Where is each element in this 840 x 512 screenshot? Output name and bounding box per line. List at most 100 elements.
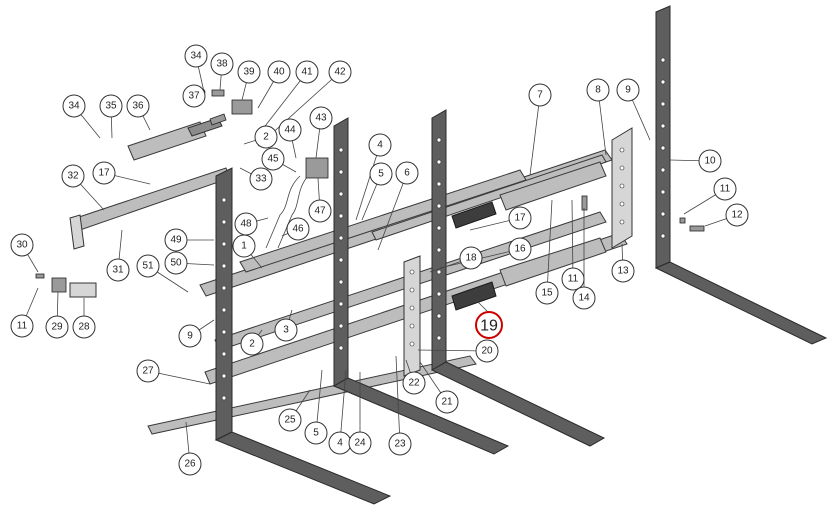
callout-circle (698, 149, 722, 173)
callout-21: 21 (435, 390, 459, 414)
callout-24: 24 (348, 431, 372, 455)
callout-16: 16 (508, 237, 532, 261)
callout-circle (99, 94, 123, 118)
callout-circle (45, 315, 69, 339)
callout-circle (586, 78, 610, 102)
callout-33: 33 (249, 167, 273, 191)
callout-31: 31 (106, 258, 130, 282)
callout-number: 16 (514, 244, 526, 255)
callout-number: 11 (568, 274, 579, 285)
callout-number: 21 (441, 397, 453, 408)
callout-17: 17 (92, 161, 116, 185)
side-plate-right (611, 127, 633, 249)
callout-number: 7 (537, 90, 543, 101)
callout-11: 11 (10, 314, 34, 338)
callout-number: 39 (243, 67, 255, 78)
highlight-circle (475, 311, 503, 339)
callout-circle (304, 421, 328, 445)
callout-41: 41 (295, 60, 319, 84)
callout-circle (368, 133, 392, 157)
callout-number: 50 (170, 258, 182, 269)
leader-line-6 (377, 172, 408, 251)
callout-number: 37 (188, 91, 200, 102)
callout-circle (10, 314, 34, 338)
callout-number: 41 (301, 67, 313, 78)
callout-34: 34 (184, 44, 208, 68)
callout-number: 13 (617, 266, 629, 277)
callout-circle (295, 60, 319, 84)
callout-number: 4 (337, 438, 343, 449)
callout-number: 47 (314, 206, 326, 217)
callout-48: 48 (234, 212, 258, 236)
callout-number: 11 (720, 184, 731, 195)
callout-circle (254, 125, 278, 149)
callout-circle (572, 286, 596, 310)
callout-6: 6 (395, 161, 419, 185)
callout-circle (475, 339, 499, 363)
callout-number: 9 (625, 85, 631, 96)
callout-circle (182, 84, 206, 108)
fork-3 (430, 109, 606, 447)
callout-14: 14 (572, 286, 596, 310)
callout-number: 25 (284, 415, 296, 426)
callout-9: 9 (616, 78, 640, 102)
callout-circle (286, 217, 310, 241)
callout-number: 20 (481, 346, 493, 357)
callout-number: 26 (184, 459, 196, 470)
callout-number: 51 (142, 261, 154, 272)
callout-number: 2 (263, 132, 269, 143)
callout-45: 45 (261, 147, 285, 171)
callout-circle (261, 147, 285, 171)
leader-line-23 (395, 355, 401, 445)
callout-circle (274, 318, 298, 342)
callout-number: 49 (170, 235, 182, 246)
callout-circle (328, 60, 352, 84)
callout-number: 14 (578, 293, 590, 304)
callout-4: 4 (368, 133, 392, 157)
callout-circle (210, 52, 234, 76)
leader-line-4 (355, 144, 381, 221)
callout-circle (278, 118, 302, 142)
callout-5: 5 (369, 162, 393, 186)
callout-circle (92, 161, 116, 185)
callout-number: 24 (354, 438, 366, 449)
callout-42: 42 (328, 60, 352, 84)
callout-circle (278, 408, 302, 432)
callout-51: 51 (136, 254, 160, 278)
upper-rail (69, 167, 231, 250)
callout-circle (234, 212, 258, 236)
callout-2: 2 (254, 125, 278, 149)
callout-number: 35 (105, 101, 117, 112)
callout-circle (267, 60, 291, 84)
callout-number: 29 (51, 322, 63, 333)
callout-circle (369, 162, 393, 186)
callout-number: 6 (404, 168, 410, 179)
callout-number: 1 (241, 241, 247, 252)
callout-28: 28 (72, 315, 96, 339)
callout-number: 45 (267, 154, 279, 165)
highlight-number: 19 (480, 318, 498, 335)
callout-circle (136, 254, 160, 278)
callout-38: 38 (210, 52, 234, 76)
callout-2: 2 (240, 332, 264, 356)
callout-number: 18 (465, 253, 477, 264)
callout-11: 11 (713, 177, 737, 201)
callout-circle (106, 258, 130, 282)
callout-circle (388, 432, 412, 456)
callout-circle (240, 332, 264, 356)
callout-circle (126, 94, 150, 118)
callout-number: 33 (255, 174, 267, 185)
callout-circle (308, 199, 332, 223)
callout-circle (713, 177, 737, 201)
callout-number: 43 (315, 113, 327, 124)
callout-20: 20 (475, 339, 499, 363)
callout-circle (402, 371, 426, 395)
callout-circle (178, 324, 202, 348)
callout-number: 44 (284, 125, 296, 136)
callout-circle (535, 281, 559, 305)
callout-number: 5 (313, 428, 319, 439)
callout-number: 15 (541, 288, 553, 299)
